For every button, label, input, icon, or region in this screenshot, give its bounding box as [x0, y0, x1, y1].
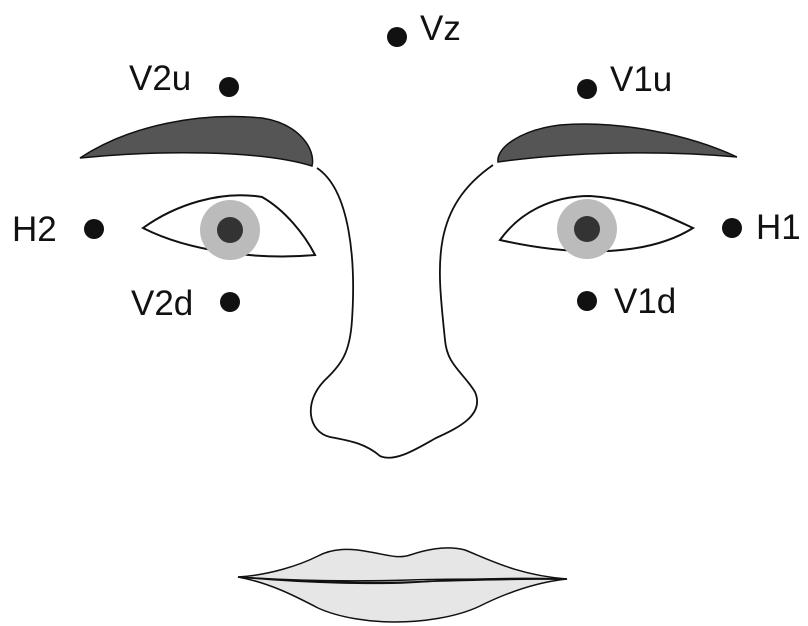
electrode-dot-h2 [84, 219, 104, 239]
upper-lip [238, 548, 567, 581]
electrode-dot-v1d [577, 291, 597, 311]
electrode-label-v2u: V2u [129, 59, 191, 98]
electrode-label-h1: H1 [756, 208, 801, 247]
left-eyebrow [498, 124, 737, 162]
nose-outline [311, 165, 493, 458]
electrode-dot-v2u [219, 77, 239, 97]
electrode-dot-h1 [722, 218, 742, 238]
left-pupil [574, 216, 600, 242]
right-eyebrow [80, 117, 313, 166]
electrode-dot-v2d [220, 292, 240, 312]
electrode-label-v2d: V2d [131, 284, 193, 323]
right-pupil [217, 217, 243, 243]
electrode-label-v1u: V1u [610, 60, 672, 99]
electrode-label-h2: H2 [12, 210, 57, 249]
electrode-label-vz: Vz [420, 9, 461, 48]
electrode-dot-v1u [577, 79, 597, 99]
electrode-dot-vz [387, 27, 407, 47]
electrode-label-v1d: V1d [614, 282, 676, 321]
lower-lip [238, 577, 567, 622]
